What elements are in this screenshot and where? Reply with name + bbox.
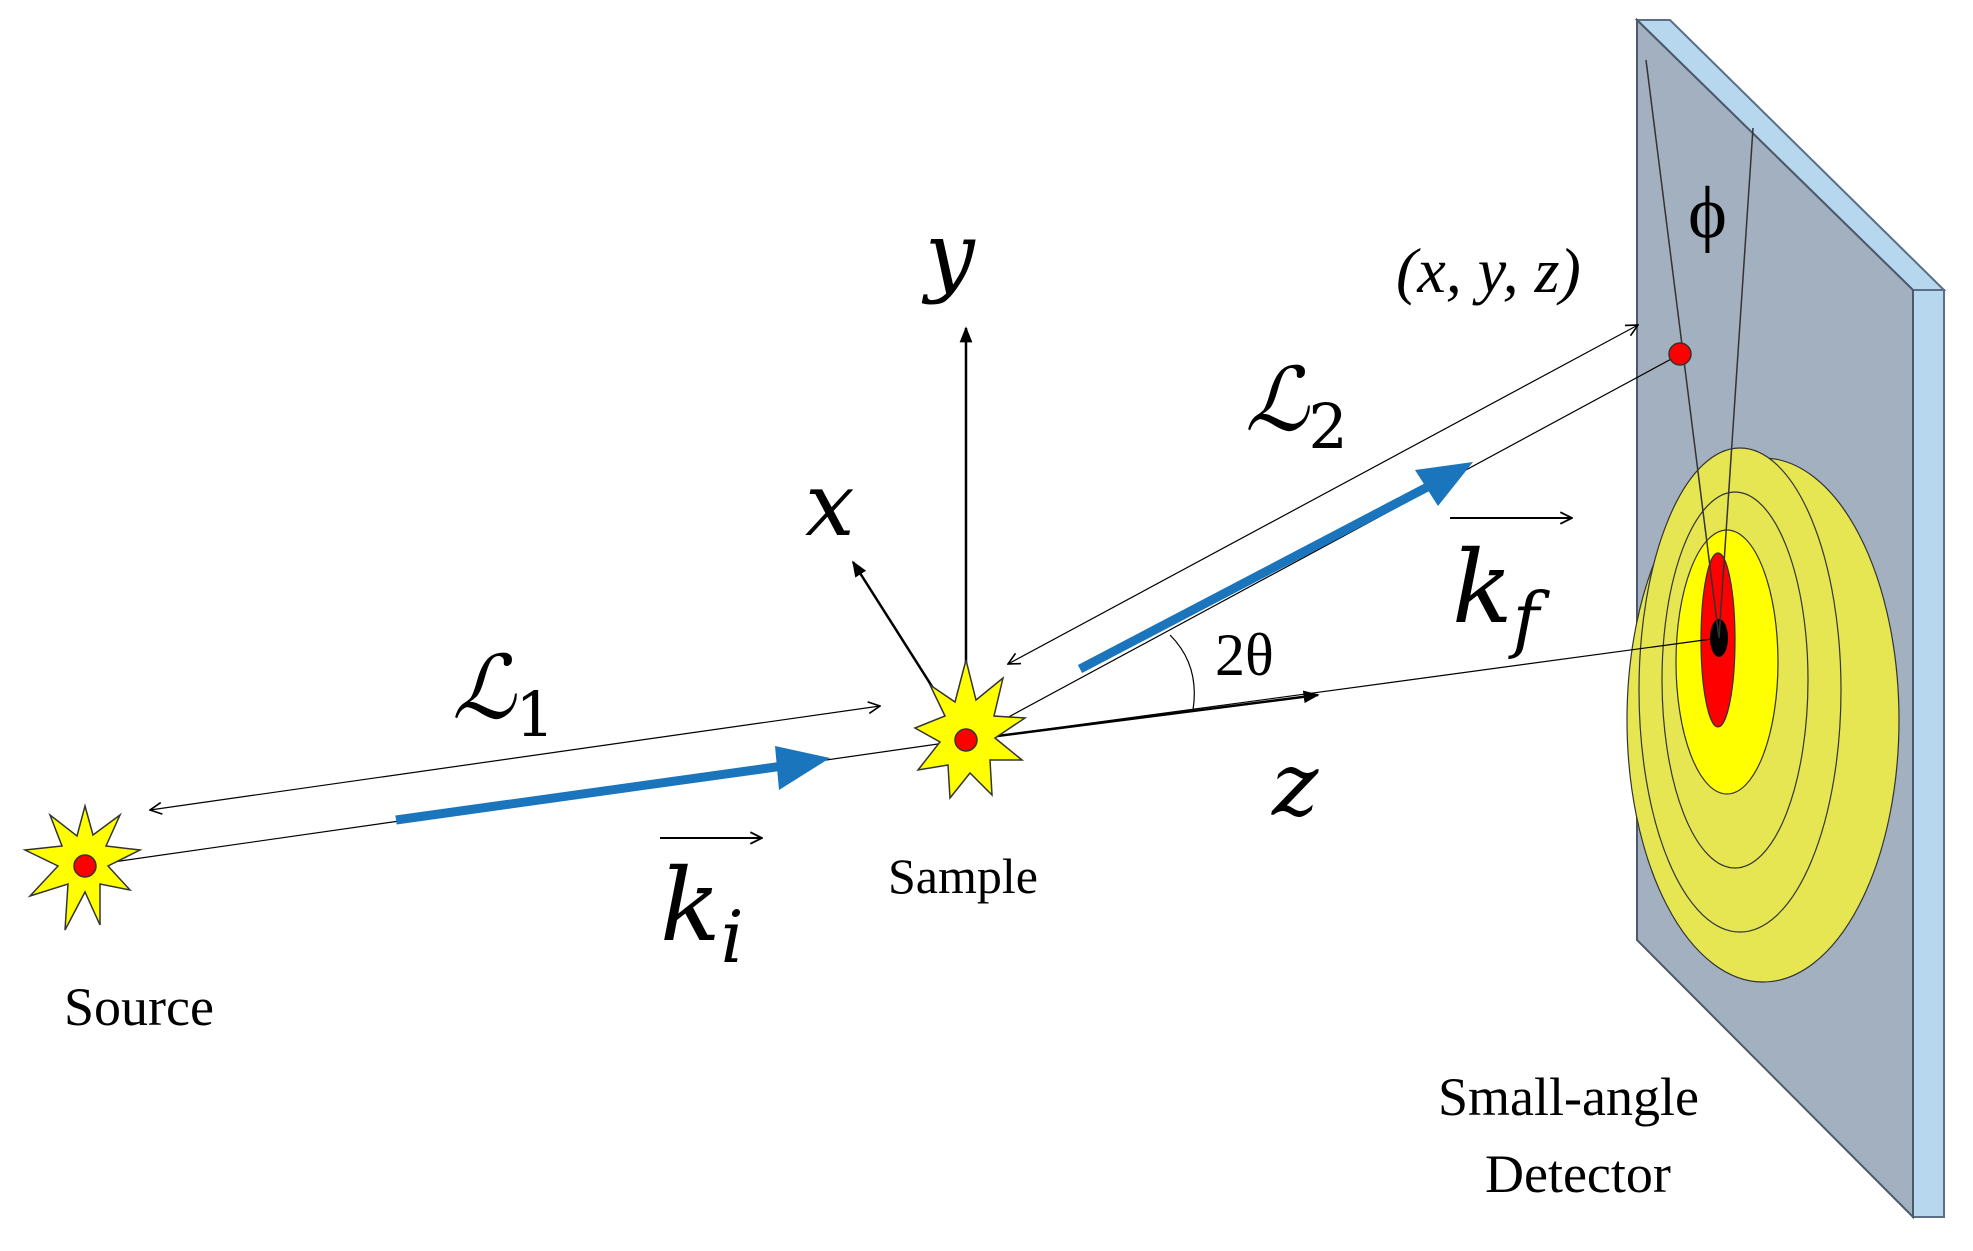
z-axis <box>965 690 1320 742</box>
axis-z-label: z <box>1271 733 1319 836</box>
axis-x-label: x <box>805 453 855 556</box>
L1-distance-arrow <box>150 706 880 810</box>
detector-label-line2: Detector <box>1485 1144 1671 1204</box>
phi-line-2 <box>1718 127 1754 639</box>
sample-dot <box>954 728 978 752</box>
two-theta-arc <box>1169 634 1195 711</box>
sample-star <box>913 659 1028 800</box>
source-dot <box>73 854 97 878</box>
detector-label-line1: Small-angle <box>1438 1067 1699 1127</box>
phi-label: ϕ <box>1688 172 1727 254</box>
point-coordinates-label: (x, y, z) <box>1396 235 1581 306</box>
axis-y-label: y <box>921 203 976 306</box>
detector <box>1626 17 1947 1220</box>
detection-point <box>1668 342 1692 366</box>
two-theta-label: 2θ <box>1215 622 1274 688</box>
incident-wavevector-arrow <box>395 746 830 825</box>
source-label: Source <box>64 977 214 1037</box>
kf-label: kf <box>1450 518 1572 661</box>
L1-label: ℒ1 <box>452 636 555 751</box>
L2-distance-arrow <box>1008 325 1638 664</box>
source-star <box>22 803 143 931</box>
L2-label: ℒ2 <box>1245 348 1348 463</box>
ki-label: ki <box>660 838 762 979</box>
sample-label: Sample <box>888 848 1038 904</box>
detector-side-edge <box>1912 289 1945 1218</box>
scattered-wavevector-arrow <box>1077 462 1473 673</box>
svg-text:kf: kf <box>1452 529 1551 661</box>
svg-text:ki: ki <box>660 847 744 979</box>
